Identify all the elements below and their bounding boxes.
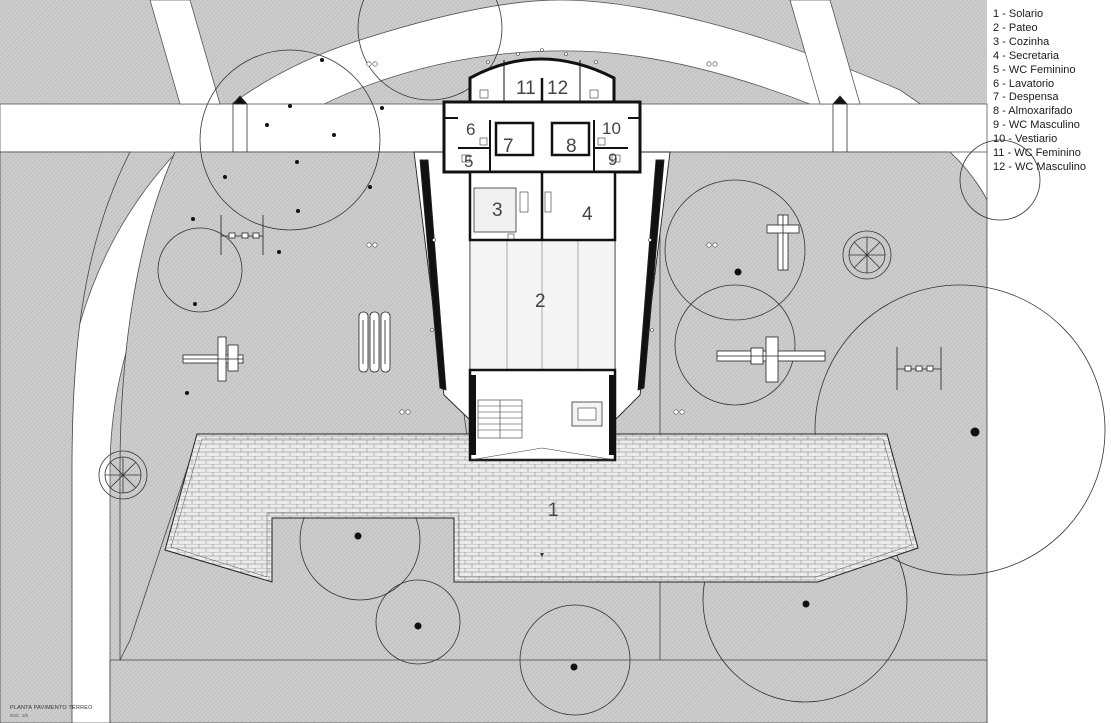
room-label-4: 4 [582, 204, 593, 225]
playground-equipment-icon [182, 214, 942, 390]
room-legend: 1 - Solario 2 - Pateo 3 - Cozinha 4 - Se… [993, 8, 1086, 175]
drawing-caption: PLANTA PAVIMENTO TÉRREO [10, 705, 93, 711]
legend-item: 9 - WC Masculino [993, 119, 1080, 132]
room-label-6: 6 [466, 120, 475, 139]
stair-core [468, 368, 617, 462]
room-label-5: 5 [464, 152, 473, 171]
room-label-9: 9 [608, 150, 617, 169]
walkways [0, 0, 988, 723]
kitchen-office-block [468, 170, 617, 242]
legend-item: 4 - Secretaria [993, 49, 1060, 62]
legend-item: 10 - Vestiario [993, 133, 1058, 146]
room-label-12: 12 [547, 78, 568, 99]
tree-trunk-icon [185, 58, 980, 671]
building-outline [413, 151, 671, 422]
legend-item: 8 - Almoxarifado [993, 105, 1073, 118]
room-label-2: 2 [535, 291, 546, 312]
gate-posts [232, 95, 848, 153]
room-label-7: 7 [503, 136, 514, 157]
room-label-3: 3 [492, 200, 503, 221]
room-label-10: 10 [602, 119, 621, 138]
drawing-scale: ESC. 1/5 [10, 713, 29, 718]
pateo-floor [469, 239, 616, 371]
room-label-8: 8 [566, 136, 577, 157]
legend-item: 5 - WC Feminino [993, 63, 1076, 76]
room-label-11: 11 [516, 78, 536, 99]
column-markers [430, 48, 654, 332]
round-planter-icon [98, 230, 892, 500]
stair-icon [477, 399, 523, 439]
light-fixtures [366, 61, 718, 415]
legend-item: 11 - WC Feminino [993, 147, 1081, 160]
solario-paving [164, 433, 919, 583]
room-label-1: 1 [548, 500, 559, 521]
legend-item: 1 - Solario [993, 8, 1044, 20]
legend-item: 2 - Pateo [993, 21, 1038, 34]
legend-item: 6 - Lavatorio [993, 77, 1055, 90]
legend-item: 3 - Cozinha [993, 35, 1050, 48]
tree-canopy-icon [157, 0, 1106, 716]
legend-item: 12 - WC Masculino [993, 160, 1086, 173]
legend-item: 7 - Despensa [993, 91, 1059, 104]
